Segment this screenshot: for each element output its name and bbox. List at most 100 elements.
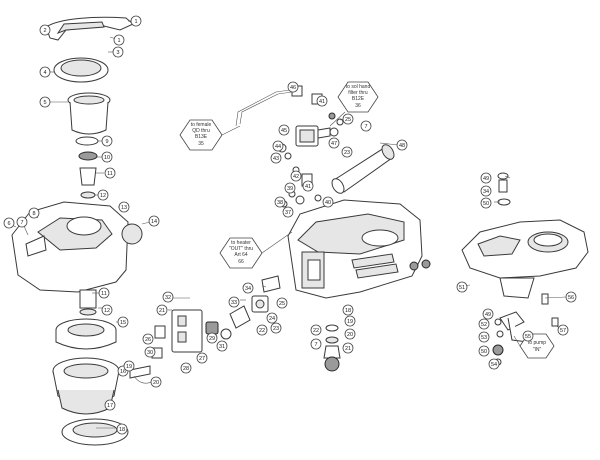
callout-39: 39 (284, 182, 296, 194)
svg-text:32: 32 (165, 295, 171, 301)
callout-29: 29 (206, 332, 218, 344)
svg-text:31: 31 (219, 344, 225, 350)
base-tray-part (461, 219, 589, 299)
callout-20: 20 (150, 376, 162, 388)
svg-text:34: 34 (245, 286, 251, 292)
svg-text:38: 38 (277, 200, 283, 206)
svg-text:21: 21 (345, 346, 351, 352)
float-cage-part (67, 92, 111, 135)
wand-tube-part (235, 85, 323, 127)
svg-text:25: 25 (345, 117, 351, 123)
callout-17: 17 (104, 399, 116, 411)
note-pump-line2: "IN" (533, 347, 542, 353)
callout-34b: 34 (480, 185, 492, 197)
svg-text:22: 22 (259, 328, 265, 334)
svg-text:16: 16 (120, 369, 126, 375)
callout-15: 15 (117, 316, 129, 328)
handle-part (45, 16, 134, 41)
callout-54: 54 (488, 358, 500, 370)
callout-25: 25 (276, 297, 288, 309)
svg-text:7: 7 (364, 124, 367, 130)
callout-2: 2 (39, 24, 51, 36)
note-valve-line2: filter thru (348, 90, 368, 96)
callout-27: 27 (196, 352, 208, 364)
callout-19b: 19 (344, 315, 356, 327)
callout-12: 12 (97, 189, 109, 201)
svg-text:5: 5 (43, 100, 46, 106)
svg-text:4: 4 (43, 70, 46, 76)
note-to-valve: to sol hand filter thru B12E 36 (329, 81, 379, 127)
svg-text:15: 15 (120, 320, 126, 326)
svg-text:17: 17 (107, 403, 113, 409)
note-qd-line2: QD thru (192, 128, 210, 134)
svg-text:12: 12 (104, 308, 110, 314)
callout-56: 56 (565, 291, 577, 303)
callout-11b: 11 (98, 287, 110, 299)
callout-1a: 1 (130, 15, 142, 27)
svg-text:22: 22 (313, 328, 319, 334)
callout-21b: 21 (342, 342, 354, 354)
svg-text:8: 8 (32, 211, 35, 217)
svg-text:14: 14 (151, 219, 157, 225)
svg-text:3: 3 (116, 50, 119, 56)
callout-44: 44 (272, 140, 284, 152)
note-heater-line1: to heater (231, 240, 251, 246)
svg-text:37: 37 (285, 210, 291, 216)
svg-text:57: 57 (560, 328, 566, 334)
svg-text:34: 34 (483, 189, 489, 195)
callout-28: 28 (180, 362, 192, 374)
svg-text:11: 11 (107, 171, 113, 177)
note-heater-num: 66 (238, 259, 244, 265)
svg-text:25: 25 (279, 301, 285, 307)
svg-text:49: 49 (483, 176, 489, 182)
callout-1b: 1 (113, 34, 125, 46)
callout-32: 32 (162, 291, 174, 303)
svg-text:50: 50 (481, 349, 487, 355)
callout-31: 31 (216, 340, 228, 352)
svg-text:56: 56 (568, 295, 574, 301)
svg-text:40: 40 (325, 200, 331, 206)
svg-text:33: 33 (231, 300, 237, 306)
callout-23: 23 (270, 322, 282, 334)
callout-7b: 7 (360, 120, 372, 132)
small-filter-parts (75, 136, 99, 199)
svg-text:2: 2 (43, 28, 46, 34)
callout-51: 51 (456, 281, 468, 293)
svg-text:52: 52 (481, 322, 487, 328)
svg-text:55: 55 (525, 334, 531, 340)
svg-text:27: 27 (199, 356, 205, 362)
svg-text:10: 10 (104, 155, 110, 161)
motor-seal-part (55, 318, 117, 350)
callout-37: 37 (282, 206, 294, 218)
callout-4: 4 (39, 66, 51, 78)
note-to-qd: to female QD thru B13E 35 (179, 119, 241, 151)
motor-collar-part (79, 289, 97, 316)
note-qd-line3: B13E (195, 134, 208, 140)
svg-text:24: 24 (269, 316, 275, 322)
caster-assembly-part (323, 324, 341, 372)
callout-10: 10 (101, 151, 113, 163)
callout-22b: 22 (310, 324, 322, 336)
callout-30: 30 (144, 346, 156, 358)
callout-18: 18 (116, 423, 128, 435)
callout-24: 24 (266, 312, 278, 324)
vacuum-motor-part (52, 357, 120, 415)
callout-21: 21 (156, 304, 168, 316)
motor-gasket-part (61, 418, 129, 446)
callout-57: 57 (557, 324, 569, 336)
svg-text:45: 45 (281, 128, 287, 134)
svg-text:30: 30 (147, 350, 153, 356)
svg-text:20: 20 (347, 332, 353, 338)
heater-cylinder-part (331, 144, 395, 194)
callout-13: 13 (118, 201, 130, 213)
callout-8: 8 (28, 207, 40, 219)
svg-text:18: 18 (119, 427, 125, 433)
svg-text:51: 51 (459, 285, 465, 291)
callout-42: 42 (290, 170, 302, 182)
callout-5: 5 (39, 96, 51, 108)
svg-text:54: 54 (491, 362, 497, 368)
callout-45: 45 (278, 124, 290, 136)
callout-11: 11 (104, 167, 116, 179)
callout-22: 22 (256, 324, 268, 336)
